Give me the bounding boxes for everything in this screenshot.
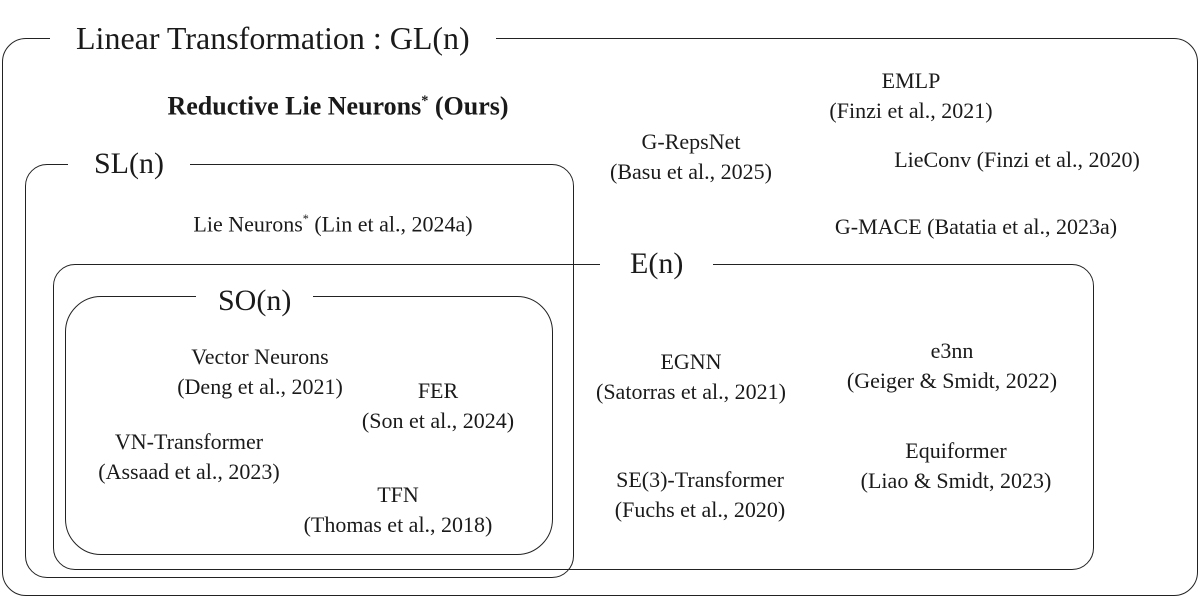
se3-transformer-name: SE(3)-Transformer bbox=[616, 467, 784, 492]
emlp-label: EMLP (Finzi et al., 2021) bbox=[829, 66, 992, 126]
vector-neurons-cite: (Deng et al., 2021) bbox=[177, 374, 343, 399]
g-repsnet-cite: (Basu et al., 2025) bbox=[610, 159, 772, 184]
g-mace-label: G-MACE (Batatia et al., 2023a) bbox=[834, 214, 1118, 239]
vn-transformer-name: VN-Transformer bbox=[114, 429, 264, 454]
fer-cite: (Son et al., 2024) bbox=[361, 408, 515, 433]
fer-label: FER (Son et al., 2024) bbox=[362, 376, 514, 436]
egnn-label: EGNN (Satorras et al., 2021) bbox=[596, 347, 786, 407]
reductive-lie-neurons-label: Reductive Lie Neurons* (Ours) bbox=[167, 91, 509, 121]
vn-transformer-label: VN-Transformer (Assaad et al., 2023) bbox=[98, 427, 279, 487]
vector-neurons-label: Vector Neurons (Deng et al., 2021) bbox=[177, 342, 343, 402]
vector-neurons-name: Vector Neurons bbox=[191, 344, 329, 369]
gl-frame bbox=[2, 38, 1198, 596]
equiformer-cite: (Liao & Smidt, 2023) bbox=[860, 468, 1052, 493]
sl-frame bbox=[25, 164, 574, 578]
tfn-name: TFN bbox=[377, 482, 419, 507]
se3-transformer-label: SE(3)-Transformer (Fuchs et al., 2020) bbox=[615, 465, 785, 525]
emlp-name: EMLP bbox=[881, 68, 941, 93]
g-repsnet-name: G-RepsNet bbox=[641, 129, 741, 154]
se3-transformer-cite: (Fuchs et al., 2020) bbox=[614, 497, 786, 522]
vn-transformer-cite: (Assaad et al., 2023) bbox=[98, 459, 280, 484]
equiformer-name: Equiformer bbox=[905, 438, 1007, 463]
emlp-cite: (Finzi et al., 2021) bbox=[829, 98, 993, 123]
e3nn-name: e3nn bbox=[930, 338, 974, 363]
egnn-name: EGNN bbox=[660, 349, 722, 374]
e3nn-label: e3nn (Geiger & Smidt, 2022) bbox=[847, 336, 1057, 396]
egnn-cite: (Satorras et al., 2021) bbox=[596, 379, 786, 404]
so-title: SO(n) bbox=[196, 286, 314, 316]
lieconv-label: LieConv (Finzi et al., 2020) bbox=[894, 147, 1140, 172]
lie-neurons-label: Lie Neurons* (Lin et al., 2024a) bbox=[193, 211, 473, 237]
equiformer-label: Equiformer (Liao & Smidt, 2023) bbox=[861, 436, 1052, 496]
gl-title: Linear Transformation : GL(n) bbox=[50, 22, 496, 54]
tfn-label: TFN (Thomas et al., 2018) bbox=[304, 480, 493, 540]
tfn-cite: (Thomas et al., 2018) bbox=[303, 512, 493, 537]
sl-title: SL(n) bbox=[68, 149, 190, 179]
e3nn-cite: (Geiger & Smidt, 2022) bbox=[846, 368, 1058, 393]
g-repsnet-label: G-RepsNet (Basu et al., 2025) bbox=[610, 127, 772, 187]
e-frame bbox=[53, 264, 1094, 570]
e-title: E(n) bbox=[600, 249, 714, 279]
fer-name: FER bbox=[417, 378, 459, 403]
